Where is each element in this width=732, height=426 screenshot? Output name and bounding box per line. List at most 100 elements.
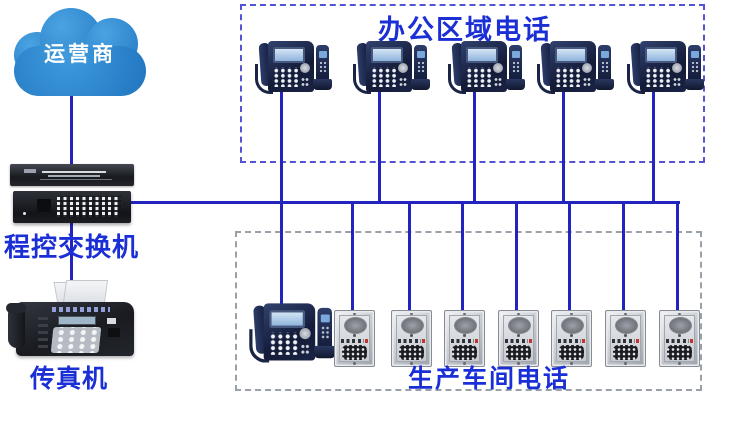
intercom-screw bbox=[678, 362, 681, 365]
office-phone-5 bbox=[626, 38, 704, 96]
intercom-screw bbox=[463, 312, 466, 315]
phone-screen bbox=[466, 47, 498, 63]
cordless-handset bbox=[414, 45, 427, 82]
fax-body bbox=[16, 302, 134, 356]
intercom-speaker bbox=[508, 317, 531, 334]
intercom-speaker bbox=[344, 317, 367, 334]
intercom-buttons bbox=[398, 338, 421, 343]
intercom-keypad bbox=[559, 344, 584, 360]
cordless-screen bbox=[320, 314, 330, 323]
intercom-led bbox=[410, 334, 413, 337]
phone-screen bbox=[555, 47, 587, 63]
intercom-speaker bbox=[561, 317, 584, 334]
phone-body bbox=[268, 41, 314, 92]
wall-intercom-3 bbox=[444, 310, 485, 367]
cordless-keypad bbox=[690, 61, 699, 73]
office-phone-3 bbox=[447, 38, 525, 96]
intercom-speaker bbox=[669, 317, 692, 334]
cordless-base bbox=[313, 79, 332, 90]
phone-nav-button bbox=[300, 63, 310, 73]
handset-cord bbox=[255, 64, 273, 94]
pbx-brand-mark bbox=[24, 169, 36, 173]
drop-line-office-phone bbox=[378, 84, 381, 203]
pbx-bus-line bbox=[131, 201, 680, 204]
phone-nav-button bbox=[582, 63, 592, 73]
office-phone-2 bbox=[352, 38, 430, 96]
fax-button bbox=[108, 328, 120, 337]
intercom-buttons bbox=[505, 338, 528, 343]
drop-line-intercom bbox=[622, 203, 625, 313]
phone-screen bbox=[273, 47, 305, 63]
fax-handset bbox=[6, 303, 26, 348]
cordless-screen bbox=[690, 51, 699, 58]
intercom-keypad bbox=[667, 344, 692, 360]
pbx-faceplate-text bbox=[42, 171, 106, 173]
intercom-speaker bbox=[615, 317, 638, 334]
drop-line-office-phone bbox=[562, 84, 565, 203]
intercom-speaker bbox=[401, 317, 424, 334]
intercom-screw bbox=[353, 362, 356, 365]
cordless-screen bbox=[600, 51, 609, 58]
intercom-call-button bbox=[582, 338, 585, 343]
intercom-led bbox=[570, 334, 573, 337]
cordless-keypad bbox=[416, 61, 425, 73]
phone-keypad bbox=[370, 67, 397, 87]
cordless-base bbox=[595, 79, 614, 90]
wall-intercom-5 bbox=[551, 310, 592, 367]
phone-screen bbox=[371, 47, 403, 63]
phone-body bbox=[366, 41, 412, 92]
intercom-screw bbox=[463, 362, 466, 365]
intercom-buttons bbox=[666, 338, 689, 343]
handset-cord bbox=[537, 64, 555, 94]
phone-body bbox=[640, 41, 686, 92]
drop-line-intercom bbox=[676, 203, 679, 313]
drop-line-intercom bbox=[351, 203, 354, 313]
handset-cord bbox=[627, 64, 645, 94]
phone-body bbox=[263, 303, 316, 361]
phone-keypad bbox=[644, 67, 671, 87]
phone-side-keys bbox=[494, 77, 502, 87]
phone-keypad bbox=[465, 67, 492, 87]
wall-intercom-1 bbox=[334, 310, 375, 367]
office-zone-title: 办公区域电话 bbox=[378, 15, 552, 46]
office-zone-box bbox=[240, 4, 705, 163]
phone-nav-button bbox=[493, 63, 503, 73]
intercom-buttons bbox=[341, 338, 364, 343]
fax-display bbox=[58, 316, 96, 325]
phone-keypad bbox=[272, 67, 299, 87]
line-pbx-to-fax bbox=[70, 221, 73, 303]
fax-small-display bbox=[107, 318, 116, 324]
intercom-led bbox=[517, 334, 520, 337]
phone-nav-button bbox=[299, 328, 311, 340]
cordless-keypad bbox=[320, 325, 330, 340]
handset-cord bbox=[448, 64, 466, 94]
fax-brand-strip bbox=[52, 307, 110, 312]
office-phone-4 bbox=[536, 38, 614, 96]
cloud-shape bbox=[14, 46, 146, 96]
cordless-screen bbox=[511, 51, 520, 58]
intercom-keypad bbox=[452, 344, 477, 360]
phone-screen bbox=[645, 47, 677, 63]
intercom-call-button bbox=[690, 338, 693, 343]
cordless-keypad bbox=[600, 61, 609, 73]
handset-cord bbox=[249, 329, 270, 363]
intercom-speaker bbox=[454, 317, 477, 334]
cordless-base bbox=[685, 79, 704, 90]
fax-buttons-column bbox=[38, 314, 48, 348]
wall-intercom-7 bbox=[659, 310, 700, 367]
drop-line-office-phone bbox=[280, 84, 283, 203]
cordless-screen bbox=[318, 51, 327, 58]
intercom-led bbox=[463, 334, 466, 337]
pbx-faceplate-groove bbox=[40, 179, 112, 180]
intercom-screw bbox=[410, 312, 413, 315]
intercom-led bbox=[353, 334, 356, 337]
pbx-main-unit bbox=[10, 164, 134, 186]
intercom-call-button bbox=[475, 338, 478, 343]
cordless-keypad bbox=[318, 61, 327, 73]
phone-nav-button bbox=[398, 63, 408, 73]
intercom-led bbox=[678, 334, 681, 337]
intercom-buttons bbox=[612, 338, 635, 343]
drop-line-office-phone bbox=[652, 84, 655, 203]
intercom-screw bbox=[517, 362, 520, 365]
